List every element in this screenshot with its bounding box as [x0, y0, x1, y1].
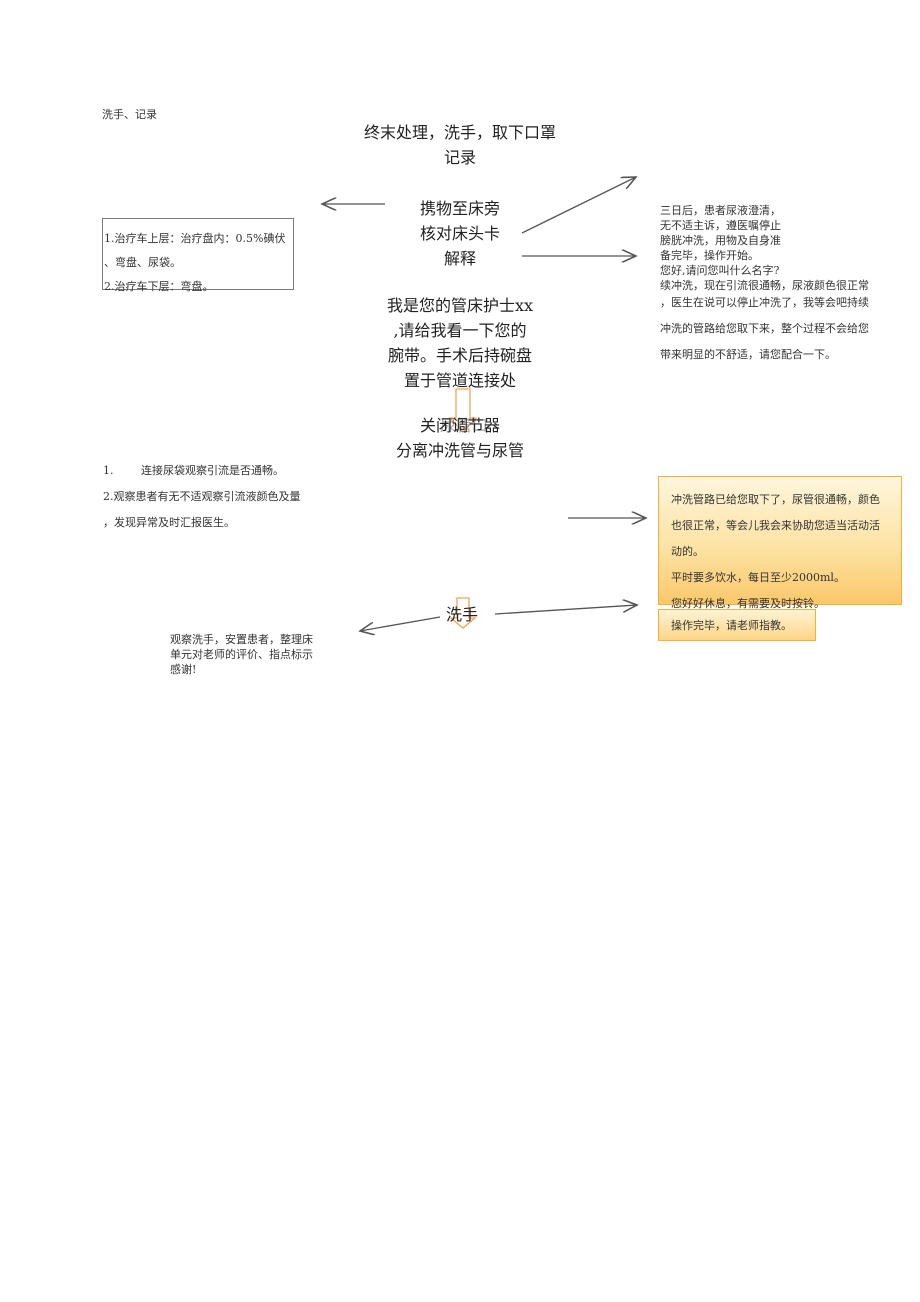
yellow-line5: 您好好休息，有需要及时按铃。 — [671, 597, 825, 610]
right-note-line4: 备完毕，操作开始。 — [660, 249, 759, 262]
arrow-left-hand — [360, 616, 441, 631]
right-note-paragraph: ，医生在说可以停止冲洗了，我等会吧持续 冲洗的管路给您取下来，整个过程不会给您 … — [660, 290, 885, 368]
step-final-line1: 终末处理，洗手，取下口罩 — [363, 123, 556, 142]
nurse-line2: ,请给我看一下您的 — [393, 321, 527, 340]
orange-down-arrow-2 — [449, 597, 477, 629]
arrow-up-right — [521, 177, 636, 234]
step-carry-to-bedside: 携物至床旁 核对床头卡 解释 — [390, 196, 530, 271]
final-note-line1: 观察洗手，安置患者，整理床 — [170, 633, 313, 646]
final-note: 观察洗手，安置患者，整理床 单元对老师的评价、指点标示 感谢! — [170, 632, 325, 677]
right-note-line1: 三日后，患者尿液澄清， — [660, 204, 781, 217]
monitor-item1-num: 1. — [103, 464, 114, 477]
step-carry-line3: 解释 — [443, 249, 476, 268]
final-note-line2: 单元对老师的评价、指点标示 — [170, 648, 313, 661]
right-note-line7: ，医生在说可以停止冲洗了，我等会吧持续 — [660, 296, 869, 309]
final-note-line3: 感谢! — [170, 663, 197, 676]
step-final-line2: 记录 — [443, 148, 476, 167]
step-final-processing: 终末处理，洗手，取下口罩 记录 — [340, 120, 580, 170]
supply-line1: 1.治疗车上层：治疗盘内：0.5%碘伏 — [104, 232, 286, 245]
monitor-item2-line1: 2.观察患者有无不适观察引流液颜色及量 — [103, 490, 301, 503]
monitor-item-1: 1. 连接尿袋观察引流是否通畅。 — [103, 458, 333, 484]
monitor-item1-text: 连接尿袋观察引流是否通畅。 — [141, 464, 284, 477]
monitor-list: 1. 连接尿袋观察引流是否通畅。 2.观察患者有无不适观察引流液颜色及量 ，发现异… — [103, 458, 333, 536]
right-note-line3: 膀胱冲洗，用物及自身准 — [660, 234, 781, 247]
right-note-line6: 续冲洗，现在引流很通畅，尿液颜色很正常 — [660, 279, 869, 292]
orange-down-arrow-1 — [448, 388, 478, 433]
step-carry-line1: 携物至床旁 — [419, 199, 500, 218]
right-note-line5: 您好,请问您叫什么名字? — [660, 264, 780, 277]
discharge-instructions-box: 冲洗管路已给您取下了，尿管很通畅，颜色 也很正常，等会儿我会来协助您适当活动活 … — [658, 476, 902, 610]
yellow-line1: 冲洗管路已给您取下了，尿管很通畅，颜色 — [671, 493, 880, 506]
supply-box: 1.治疗车上层：治疗盘内：0.5%碘伏 、弯盘、尿袋。 2.治疗车下层：弯盘。 — [102, 218, 294, 293]
supply-line2: 、弯盘、尿袋。 — [104, 256, 181, 269]
wash-hands-label: 洗手 — [446, 605, 479, 624]
right-note-line8: 冲洗的管路给您取下来，整个过程不会给您 — [660, 322, 869, 335]
arrow-right-hand — [494, 605, 637, 615]
close-regulator-block: 关闭调节器 分离冲洗管与尿管 — [360, 413, 560, 463]
yellow-line3: 动的。 — [671, 545, 704, 558]
monitor-item2-line2: ，发现异常及时汇报医生。 — [103, 516, 235, 529]
step-carry-line2: 核对床头卡 — [419, 224, 500, 243]
operation-complete-box: 操作完毕，请老师指教。 — [658, 609, 816, 641]
close-line1: 关闭调节器 — [419, 416, 500, 435]
right-note-line9: 带来明显的不舒适，请您配合一下。 — [660, 348, 836, 361]
yellow-line2: 也很正常，等会儿我会来协助您适当活动活 — [671, 519, 880, 532]
right-notes: 三日后，患者尿液澄清， 无不适主诉，遵医嘱停止 膀胱冲洗，用物及自身准 备完毕，… — [660, 203, 885, 368]
close-line2: 分离冲洗管与尿管 — [395, 441, 524, 460]
top-left-note: 洗手、记录 — [102, 108, 157, 121]
supply-line3: 2.治疗车下层：弯盘。 — [104, 280, 214, 293]
nurse-line1: 我是您的管床护士xx — [386, 296, 534, 315]
nurse-intro-block: 我是您的管床护士xx ,请给我看一下您的 腕带。手术后持碗盘 置于管道连接处 — [360, 293, 560, 393]
yellow-line4: 平时要多饮水，每日至少2000ml。 — [671, 571, 845, 584]
nurse-line4: 置于管道连接处 — [403, 371, 516, 390]
right-note-line2: 无不适主诉，遵医嘱停止 — [660, 219, 781, 232]
nurse-line3: 腕带。手术后持碗盘 — [387, 346, 532, 365]
overlap-text: 尿管口 — [440, 416, 489, 435]
